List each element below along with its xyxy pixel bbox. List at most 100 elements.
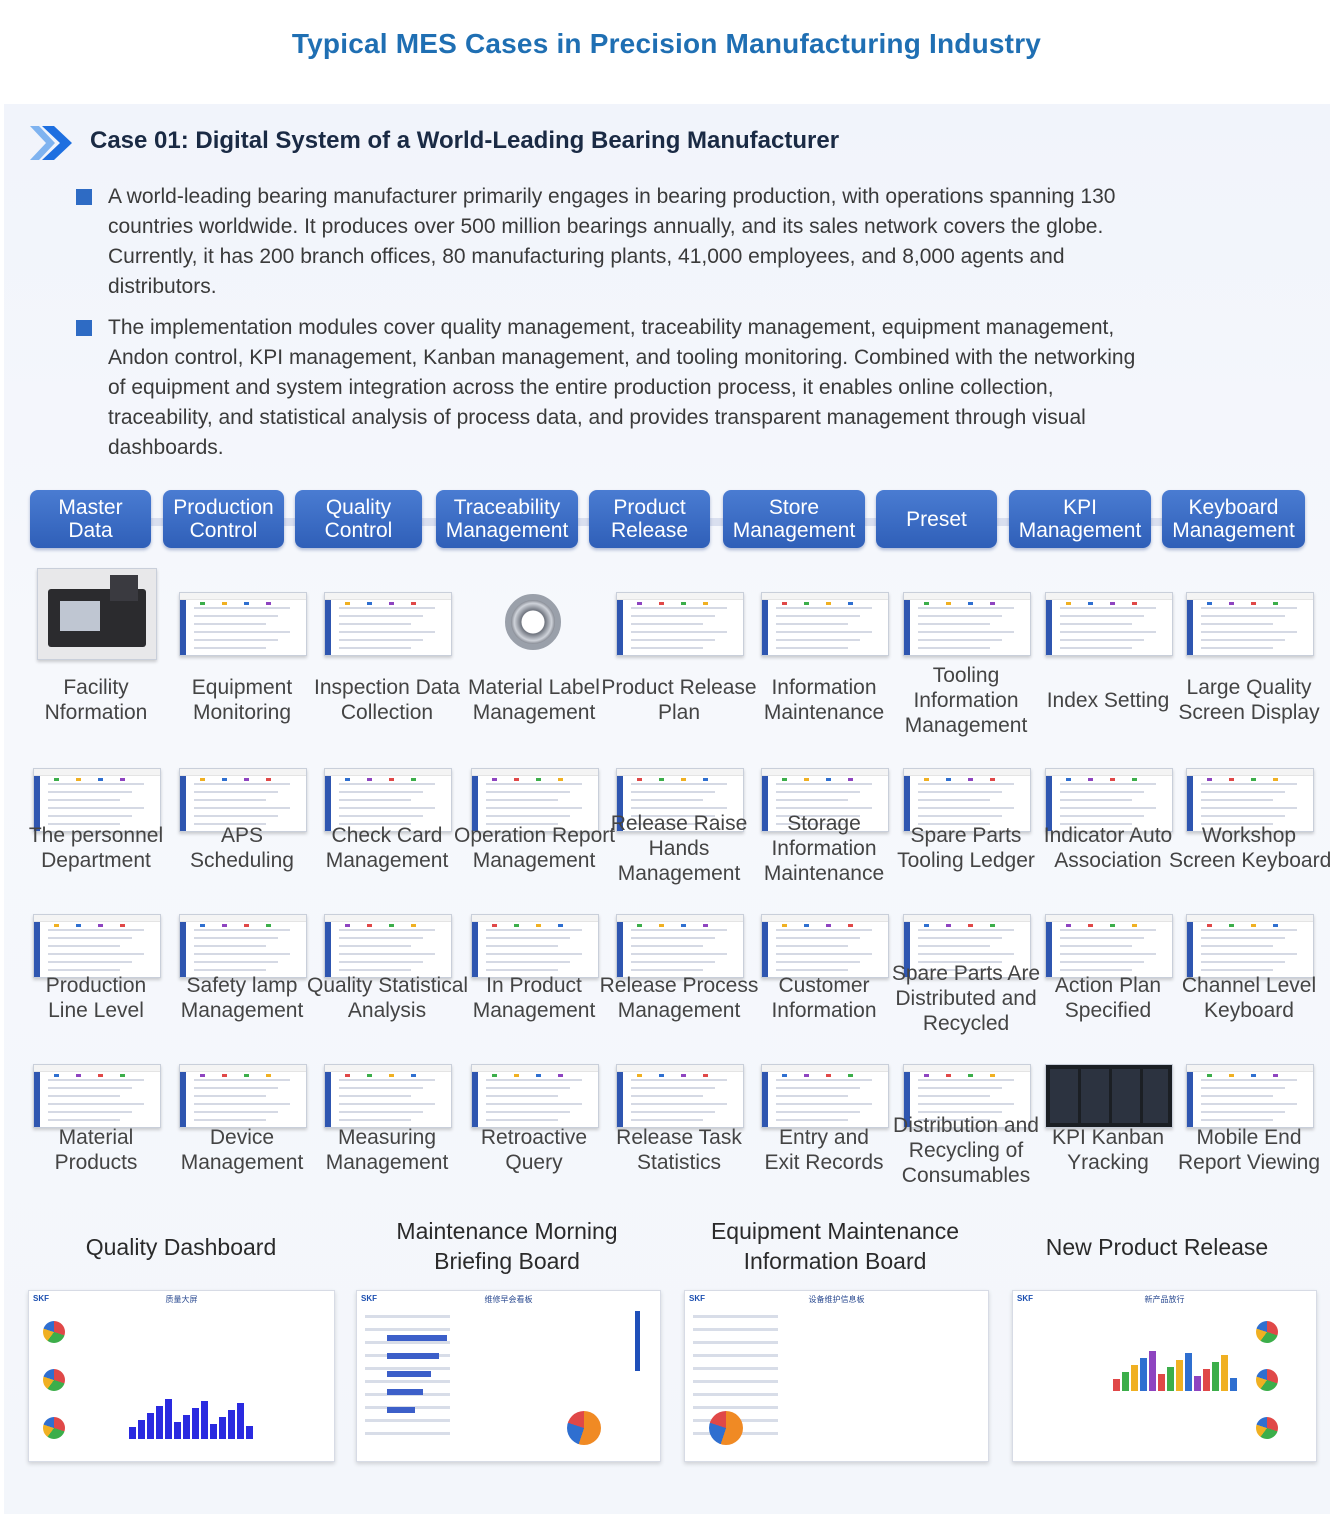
nav-strip	[325, 915, 331, 977]
status-mark	[98, 778, 103, 781]
status-mark	[946, 602, 951, 605]
text-line: Association	[1054, 849, 1162, 872]
data-line	[48, 961, 132, 963]
text-line: Material Label	[468, 676, 600, 699]
status-mark	[946, 778, 951, 781]
status-mark	[681, 1074, 686, 1077]
status-mark	[389, 924, 394, 927]
dashboard-heading: 设备维护信息板	[808, 1295, 865, 1304]
data-line	[1060, 615, 1144, 617]
text-line: Management	[325, 849, 449, 872]
bar-mark	[147, 1413, 154, 1439]
data-line	[1201, 799, 1273, 801]
status-mark	[367, 602, 372, 605]
header-bar	[1187, 1065, 1313, 1072]
header-bar	[180, 769, 306, 776]
list-row	[693, 1393, 778, 1396]
text-line: Statistics	[636, 1151, 722, 1174]
data-line	[918, 953, 1014, 955]
screen-thumbnail	[903, 592, 1031, 656]
data-line	[918, 1103, 1014, 1105]
header-bar	[1046, 593, 1172, 600]
bar-mark	[1113, 1379, 1120, 1391]
pie-mark	[1256, 1321, 1278, 1343]
data-line	[194, 647, 266, 649]
status-mark	[76, 1074, 81, 1077]
status-mark	[826, 602, 831, 605]
data-line	[48, 945, 120, 947]
data-line	[194, 783, 290, 785]
data-line	[776, 615, 860, 617]
header-bar	[762, 1065, 888, 1072]
text-line: Collection	[340, 701, 434, 724]
data-line	[486, 1087, 570, 1089]
status-mark	[924, 1074, 929, 1077]
dashboard-title: Quality Dashboard	[11, 1232, 351, 1262]
status-mark	[1273, 1074, 1278, 1077]
data-line	[631, 623, 703, 625]
machine-panel	[110, 575, 138, 601]
data-line	[776, 791, 860, 793]
text-line: Production	[45, 974, 147, 997]
text-line: Large Quality	[1186, 676, 1312, 699]
data-line	[1201, 807, 1297, 809]
data-line	[1201, 1079, 1297, 1081]
screen-thumbnail	[324, 914, 452, 978]
data-line	[776, 799, 848, 801]
text-line: Plan	[657, 701, 701, 724]
text-line: Keyboard	[1204, 999, 1294, 1022]
bar-mark	[387, 1371, 431, 1377]
text-line: distributors.	[108, 275, 217, 298]
data-line	[48, 929, 144, 931]
data-line	[631, 607, 727, 609]
status-mark	[1066, 602, 1071, 605]
ring-chart	[567, 1411, 601, 1445]
data-line	[486, 953, 582, 955]
data-line	[486, 929, 582, 931]
data-line	[1201, 953, 1297, 955]
data-line	[339, 799, 411, 801]
list-row	[365, 1328, 450, 1331]
status-mark	[1251, 1074, 1256, 1077]
status-mark	[1132, 778, 1137, 781]
data-line	[486, 799, 558, 801]
header-bar	[180, 1065, 306, 1072]
data-line	[339, 791, 423, 793]
data-line	[194, 969, 266, 971]
status-mark	[1066, 924, 1071, 927]
text-line: Tooling	[932, 663, 1000, 687]
data-line	[486, 1095, 558, 1097]
data-line	[48, 815, 132, 817]
text-line: Maintenance Morning	[396, 1218, 618, 1244]
data-line	[631, 615, 715, 617]
screen-thumbnail	[471, 592, 597, 654]
header-bar	[904, 1065, 1030, 1072]
status-mark	[681, 778, 686, 781]
header-bar	[1187, 769, 1313, 776]
status-mark	[411, 1074, 416, 1077]
header-bar	[762, 593, 888, 600]
bar-mark	[201, 1401, 208, 1439]
text-line: Maintenance	[763, 701, 885, 724]
status-mark	[1207, 602, 1212, 605]
text-line: Information	[771, 999, 877, 1022]
data-line	[486, 945, 558, 947]
data-line	[339, 1079, 435, 1081]
text-line: Maintenance	[763, 861, 885, 885]
module-button[interactable]: Preset	[876, 490, 997, 548]
screen-thumbnail	[471, 1064, 599, 1128]
